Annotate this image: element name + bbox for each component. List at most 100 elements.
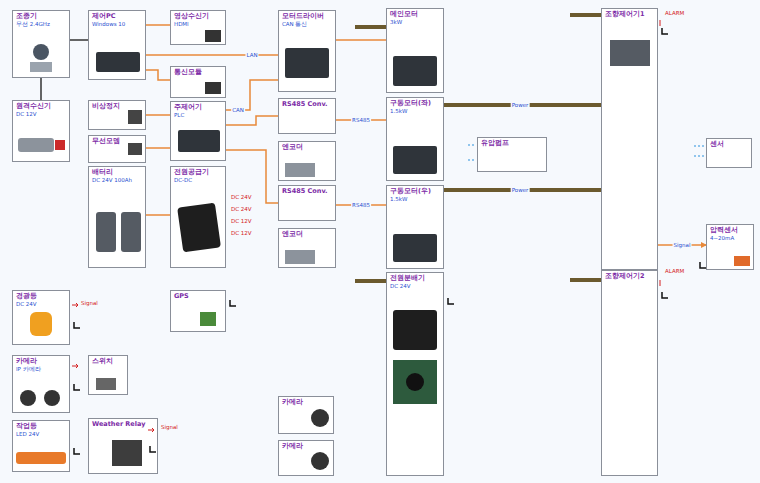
cable-label: Signal <box>673 242 692 248</box>
device-title: 메인모터 <box>390 11 440 19</box>
cable-label: Power <box>511 102 530 108</box>
cable-line <box>146 24 170 26</box>
cable-label: Power <box>511 187 530 193</box>
device-spec: 1.5kW <box>390 196 440 203</box>
device-spec: 3kW <box>390 19 440 26</box>
device-title: GPS <box>174 293 222 301</box>
device-box: RS485 Conv. <box>278 185 336 221</box>
device-box: 카메라 <box>278 440 334 476</box>
signal-note: Signal <box>80 300 99 306</box>
device-title: 엔코더 <box>282 144 332 152</box>
cable-line <box>70 39 88 41</box>
device-box: 카메라 <box>278 396 334 434</box>
device-box: 구동모터(우)1.5kW <box>386 185 444 269</box>
device-box: 배터리DC 24V 100Ah <box>88 166 146 268</box>
device-title: 조종기 <box>16 13 66 21</box>
device-title: Weather Relay <box>92 421 154 429</box>
device-title: 센서 <box>710 141 748 149</box>
device-title: 조향제어기2 <box>605 273 654 281</box>
device-box: 유압펌프 <box>477 137 547 172</box>
signal-note: DC 12V <box>230 218 253 224</box>
device-box: 스위치 <box>88 355 128 395</box>
device-title: 카메라 <box>282 443 330 451</box>
signal-note: Signal <box>160 424 179 430</box>
device-box: 조향제어기2 <box>601 270 658 476</box>
device-box: 구동모터(좌)1.5kW <box>386 97 444 181</box>
cable-line <box>226 116 278 125</box>
device-title: 영상수신기 <box>174 13 222 21</box>
device-box: 전원공급기DC-DC <box>170 166 226 268</box>
device-box: 엔코더 <box>278 228 336 268</box>
device-title: 통신모듈 <box>174 69 222 77</box>
device-box: GPS <box>170 290 226 332</box>
cable-label: RS485 <box>351 117 371 123</box>
device-box: Weather Relay <box>88 418 158 474</box>
device-box: 조종기무선 2.4GHz <box>12 10 70 78</box>
cable-label: CAN <box>231 107 245 113</box>
device-spec: DC-DC <box>174 177 222 184</box>
device-title: 모터드라이버 <box>282 13 332 21</box>
device-box: 통신모듈 <box>170 66 226 98</box>
device-box: 영상수신기HDMI <box>170 10 226 45</box>
signal-note: ALARM <box>664 10 685 16</box>
device-spec: DC 24V 100Ah <box>92 177 142 184</box>
device-box: 비상정지 <box>88 100 146 130</box>
signal-note: DC 12V <box>230 230 253 236</box>
device-title: 비상정지 <box>92 103 142 111</box>
device-title: 제어PC <box>92 13 142 21</box>
device-title: 원격수신기 <box>16 103 66 111</box>
device-spec: PLC <box>174 112 222 119</box>
cable-label: RS485 <box>351 202 371 208</box>
cable-line <box>40 78 42 100</box>
device-box: 모터드라이버CAN 통신 <box>278 10 336 92</box>
device-title: 압력센서 <box>710 227 750 235</box>
device-box: 메인모터3kW <box>386 8 444 93</box>
device-box: 센서 <box>706 138 752 168</box>
device-title: 스위치 <box>92 358 124 366</box>
device-title: 카메라 <box>282 399 330 407</box>
device-title: 유압펌프 <box>481 140 543 148</box>
device-box: 조향제어기1 <box>601 8 658 270</box>
device-box: 작업등LED 24V <box>12 420 70 472</box>
device-spec: LED 24V <box>16 431 66 438</box>
device-spec: IP 카메라 <box>16 366 66 373</box>
device-box: 전원분배기DC 24V <box>386 272 444 476</box>
device-spec: 무선 2.4GHz <box>16 21 66 28</box>
device-title: 엔코더 <box>282 231 332 239</box>
device-box: 원격수신기DC 12V <box>12 100 70 162</box>
device-title: RS485 Conv. <box>282 188 332 196</box>
cable-line <box>226 80 278 110</box>
device-box: 주제어기PLC <box>170 101 226 161</box>
device-title: 무선모뎀 <box>92 138 142 146</box>
device-title: 주제어기 <box>174 104 222 112</box>
device-title: 조향제어기1 <box>605 11 654 19</box>
cable-label: LAN <box>245 52 258 58</box>
device-spec: HDMI <box>174 21 222 28</box>
signal-note: ALARM <box>664 268 685 274</box>
device-box: 카메라IP 카메라 <box>12 355 70 413</box>
device-title: 카메라 <box>16 358 66 366</box>
device-spec: DC 24V <box>16 301 66 308</box>
device-spec: DC 24V <box>390 283 440 290</box>
cable-line <box>336 39 386 41</box>
signal-note: DC 24V <box>230 194 253 200</box>
device-spec: 1.5kW <box>390 108 440 115</box>
device-spec: CAN 통신 <box>282 21 332 28</box>
device-spec: DC 12V <box>16 111 66 118</box>
device-box: 제어PCWindows 10 <box>88 10 146 80</box>
device-title: 전원분배기 <box>390 275 440 283</box>
device-box: 압력센서4~20mA <box>706 224 754 270</box>
cable-line <box>146 114 170 116</box>
device-title: 전원공급기 <box>174 169 222 177</box>
signal-note: DC 24V <box>230 206 253 212</box>
device-spec: 4~20mA <box>710 235 750 242</box>
device-title: 작업등 <box>16 423 66 431</box>
cable-line <box>146 214 170 216</box>
device-title: 구동모터(우) <box>390 188 440 196</box>
device-title: 경광등 <box>16 293 66 301</box>
cable-line <box>146 147 170 149</box>
device-title: 구동모터(좌) <box>390 100 440 108</box>
device-title: RS485 Conv. <box>282 101 332 109</box>
